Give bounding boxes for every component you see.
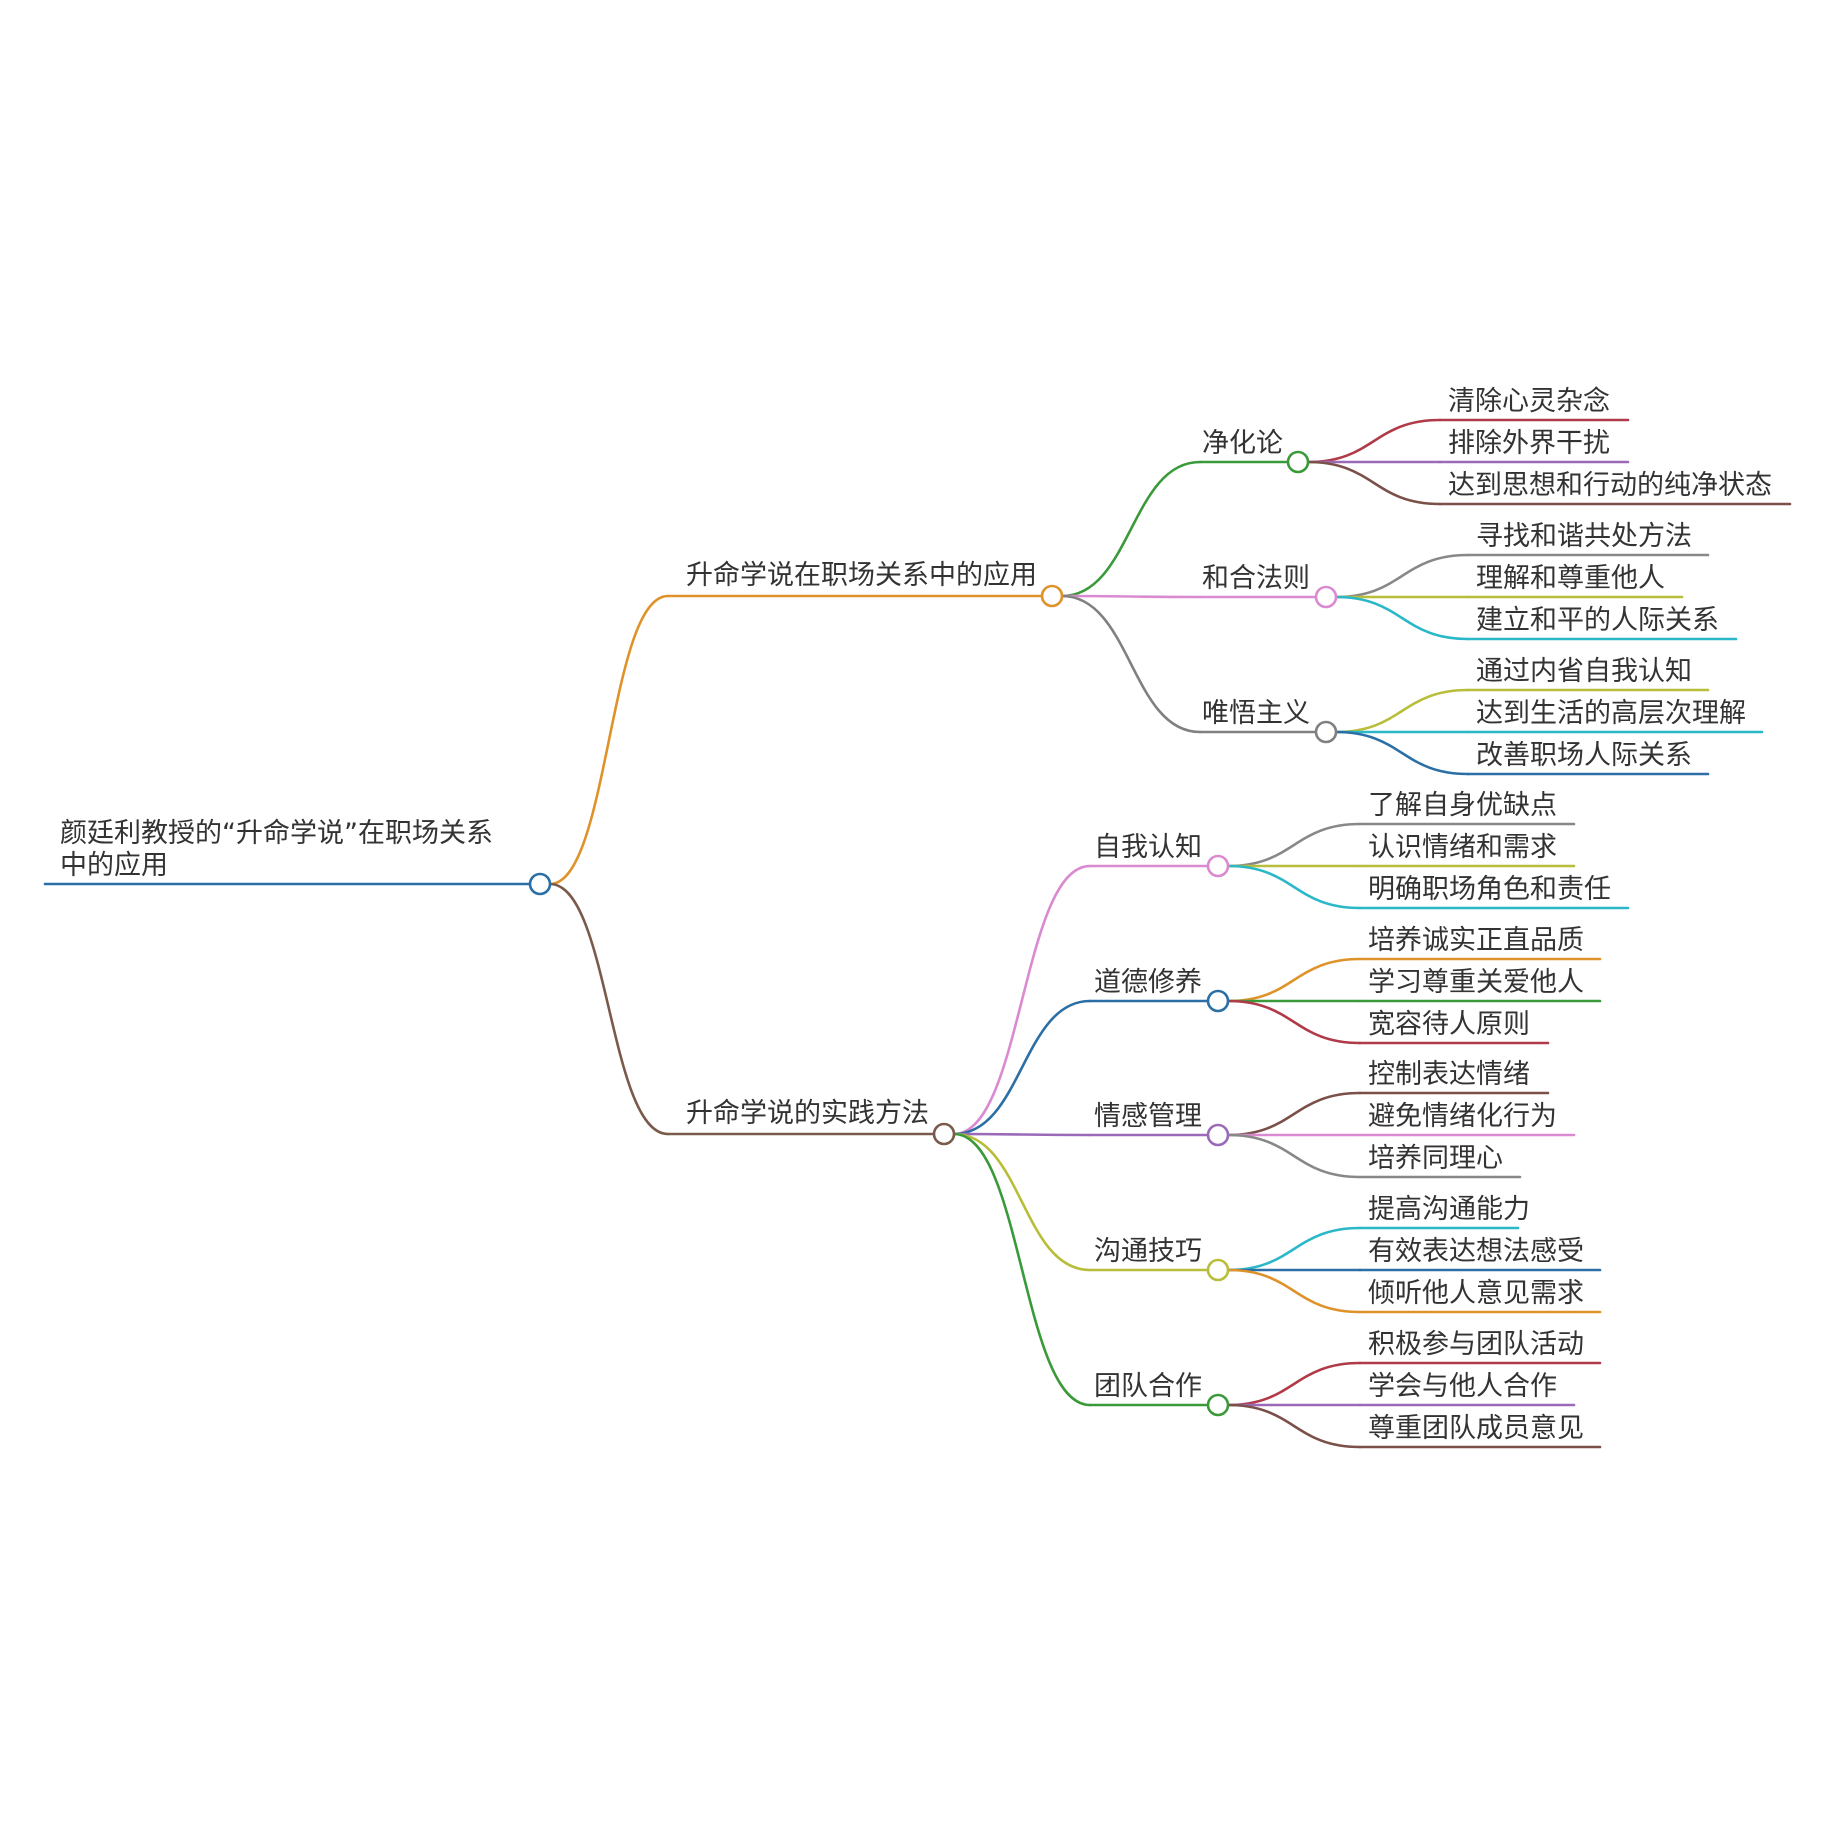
edge-topic-2-5-to-leaf-1 xyxy=(1226,1361,1362,1407)
leaf-label-1-2-3: 建立和平的人际关系 xyxy=(1476,605,1719,636)
topic-node-2-5[interactable] xyxy=(1206,1393,1230,1417)
edge-topic-2-2-to-leaf-3 xyxy=(1226,999,1362,1045)
edge-root-to-branch-2 xyxy=(548,882,670,1136)
branch-label-1: 升命学说在职场关系中的应用 xyxy=(686,560,1037,591)
leaf-label-2-3-1: 控制表达情绪 xyxy=(1368,1059,1530,1090)
nodes-layer: 颜廷利教授的“升命学说”在职场关系中的应用 升命学说在职场关系中的应用 净化论 清除心… xyxy=(60,386,1772,1444)
branch-node-2[interactable] xyxy=(932,1122,956,1146)
topic-node-2-3[interactable] xyxy=(1206,1123,1230,1147)
leaf-label-2-5-2: 学会与他人合作 xyxy=(1368,1371,1557,1402)
leaf-label-1-1-2: 排除外界干扰 xyxy=(1448,428,1610,459)
edge-root-to-branch-1 xyxy=(548,594,670,886)
topic-node-2-2[interactable] xyxy=(1206,989,1230,1013)
leaf-label-2-5-1: 积极参与团队活动 xyxy=(1368,1329,1584,1360)
leaf-label-2-1-1: 了解自身优缺点 xyxy=(1368,790,1557,821)
edge-branch-2-to-topic-4 xyxy=(952,1132,1092,1272)
leaf-label-2-2-3: 宽容待人原则 xyxy=(1368,1009,1530,1040)
edge-branch-2-to-topic-2 xyxy=(952,999,1092,1136)
topic-node-2-1[interactable] xyxy=(1206,854,1230,878)
edge-topic-1-1-to-leaf-3 xyxy=(1306,460,1442,506)
leaf-label-1-2-1: 寻找和谐共处方法 xyxy=(1476,521,1692,552)
edge-topic-2-1-to-leaf-3 xyxy=(1226,864,1362,910)
topic-label-2-3: 情感管理 xyxy=(1094,1101,1202,1132)
root-label-line-2: 中的应用 xyxy=(60,850,168,881)
edge-topic-1-3-to-leaf-1 xyxy=(1334,688,1470,734)
edge-topic-2-3-to-leaf-3 xyxy=(1226,1133,1362,1179)
root-node[interactable] xyxy=(528,872,552,896)
branch-node-1[interactable] xyxy=(1040,584,1064,608)
edge-topic-2-3-to-leaf-1 xyxy=(1226,1091,1362,1137)
edge-topic-2-2-to-leaf-1 xyxy=(1226,957,1362,1003)
edge-branch-1-to-topic-1 xyxy=(1060,460,1202,598)
leaf-label-2-3-2: 避免情绪化行为 xyxy=(1368,1101,1557,1132)
leaf-label-1-2-2: 理解和尊重他人 xyxy=(1476,563,1665,594)
topic-label-2-2: 道德修养 xyxy=(1094,967,1202,998)
topic-label-2-1: 自我认知 xyxy=(1094,832,1202,863)
topic-label-2-4: 沟通技巧 xyxy=(1094,1236,1202,1267)
edge-topic-2-1-to-leaf-1 xyxy=(1226,822,1362,868)
edge-topic-2-4-to-leaf-1 xyxy=(1226,1226,1362,1272)
leaf-label-2-5-3: 尊重团队成员意见 xyxy=(1368,1413,1584,1444)
edge-branch-2-to-topic-5 xyxy=(952,1132,1092,1407)
edges-layer xyxy=(43,418,1792,1449)
leaf-label-1-1-1: 清除心灵杂念 xyxy=(1448,386,1610,417)
topic-node-1-2[interactable] xyxy=(1314,585,1338,609)
topic-label-2-5: 团队合作 xyxy=(1094,1371,1202,1402)
leaf-label-2-3-3: 培养同理心 xyxy=(1368,1143,1503,1174)
leaf-label-2-2-1: 培养诚实正直品质 xyxy=(1368,925,1584,956)
leaf-label-2-4-3: 倾听他人意见需求 xyxy=(1368,1278,1584,1309)
edge-topic-1-1-to-leaf-1 xyxy=(1306,418,1442,464)
edge-branch-2-to-topic-1 xyxy=(952,864,1092,1136)
leaf-label-2-4-1: 提高沟通能力 xyxy=(1368,1194,1530,1225)
edge-topic-1-2-to-leaf-1 xyxy=(1334,553,1470,599)
leaf-label-2-4-2: 有效表达想法感受 xyxy=(1368,1236,1584,1267)
edge-topic-1-2-to-leaf-3 xyxy=(1334,595,1470,641)
topic-label-1-3: 唯悟主义 xyxy=(1202,698,1310,729)
leaf-label-2-1-3: 明确职场角色和责任 xyxy=(1368,874,1611,905)
leaf-label-2-2-2: 学习尊重关爱他人 xyxy=(1368,967,1584,998)
leaf-label-2-1-2: 认识情绪和需求 xyxy=(1368,832,1557,863)
edge-branch-1-to-topic-3 xyxy=(1060,594,1202,734)
topic-label-1-1: 净化论 xyxy=(1202,428,1283,459)
topic-node-1-3[interactable] xyxy=(1314,720,1338,744)
root-label-line-1: 颜廷利教授的“升命学说”在职场关系 xyxy=(60,818,493,849)
edge-branch-1-to-topic-2 xyxy=(1060,594,1202,599)
edge-topic-2-5-to-leaf-3 xyxy=(1226,1403,1362,1449)
edge-topic-2-4-to-leaf-3 xyxy=(1226,1268,1362,1314)
edge-topic-1-3-to-leaf-3 xyxy=(1334,730,1470,776)
topic-node-2-4[interactable] xyxy=(1206,1258,1230,1282)
leaf-label-1-1-3: 达到思想和行动的纯净状态 xyxy=(1448,470,1772,501)
leaf-label-1-3-1: 通过内省自我认知 xyxy=(1476,656,1692,687)
branch-label-2: 升命学说的实践方法 xyxy=(686,1098,929,1129)
topic-label-1-2: 和合法则 xyxy=(1202,563,1310,594)
edge-branch-2-to-topic-3 xyxy=(952,1132,1092,1137)
leaf-label-1-3-2: 达到生活的高层次理解 xyxy=(1476,698,1746,729)
topic-node-1-1[interactable] xyxy=(1286,450,1310,474)
leaf-label-1-3-3: 改善职场人际关系 xyxy=(1476,740,1692,771)
